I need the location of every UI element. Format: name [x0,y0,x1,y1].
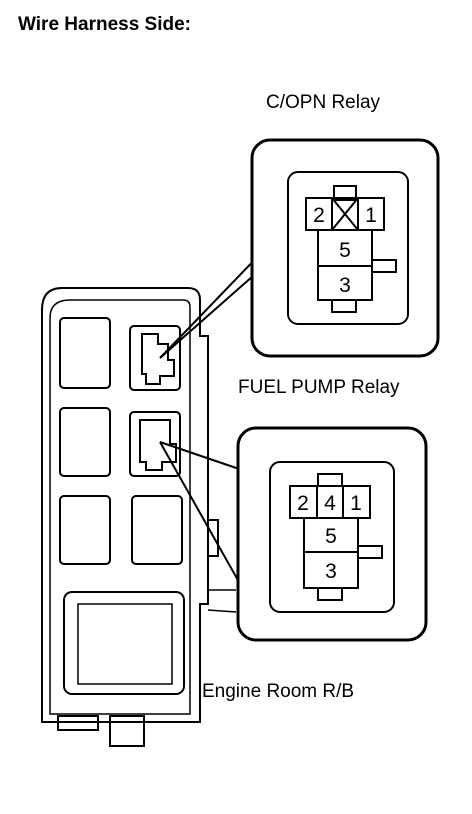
fuel-pump-pin-3: 3 [325,560,337,583]
fuel-pump-pin-4: 4 [324,492,336,515]
relay-slot-lower-left [59,495,111,565]
fuel-pump-pin-5: 5 [325,525,337,548]
fuel-pump-leader-line [159,441,249,599]
fuel-pump-relay-socket [129,411,181,477]
relay-slot-lower-right [131,495,183,565]
relay-slot-large [63,591,185,695]
copn-pin-3: 3 [339,274,351,297]
copn-relay-connector: 2 1 5 3 [250,138,440,358]
relay-block [41,287,237,747]
copn-relay-label: C/OPN Relay [266,92,381,113]
fuel-pump-pin-2: 2 [297,492,309,515]
fuel-pump-leader-line [159,441,249,473]
copn-pin-5: 5 [339,239,351,262]
engine-room-rb-label: Engine Room R/B [202,681,354,702]
copn-leader-line [159,251,263,359]
copn-pin-1: 1 [365,204,377,227]
heading: Wire Harness Side: [18,14,191,35]
fuel-pump-relay-connector: 2 4 1 5 3 [236,426,428,642]
copn-pin-2: 2 [313,204,325,227]
fuel-pump-relay-label: FUEL PUMP Relay [238,377,400,398]
relay-slot-middle-left [59,407,111,477]
copn-relay-socket [129,325,181,391]
copn-leader-line [159,267,263,359]
fuel-pump-pin-1: 1 [350,492,362,515]
relay-slot-top-left [59,317,111,389]
